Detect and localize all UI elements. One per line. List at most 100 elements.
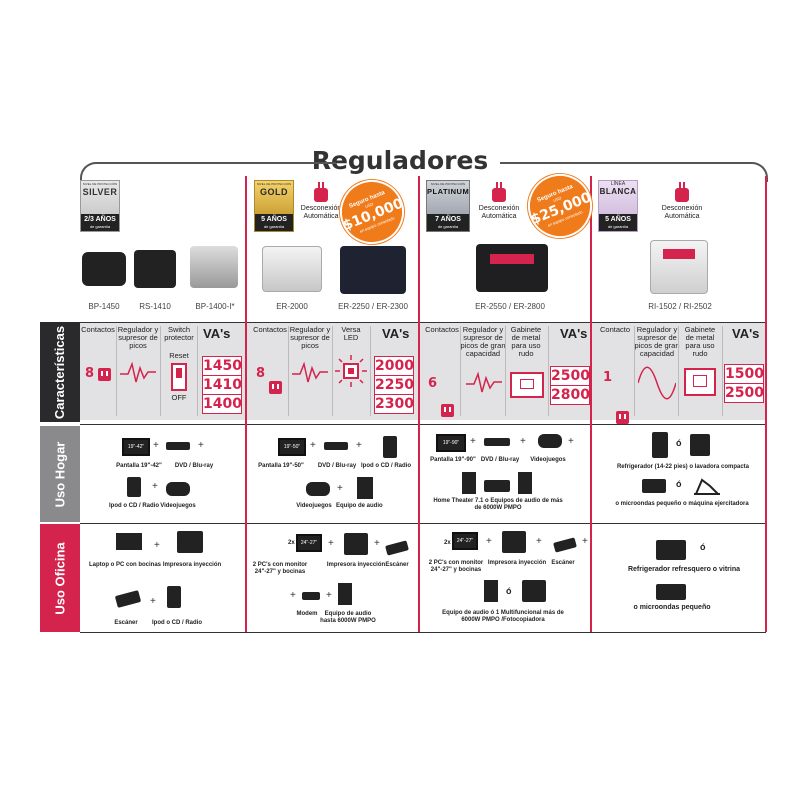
title-bracket-left xyxy=(96,162,336,164)
gamepad-icon xyxy=(166,482,190,496)
device-er-2250 xyxy=(340,246,406,294)
or-label: ó xyxy=(676,479,682,489)
multiplier-label: 2x xyxy=(288,540,295,546)
label-impresora: Impresora inyección xyxy=(326,562,386,568)
or-label: ó xyxy=(700,542,706,552)
header-contactos: Contactos xyxy=(81,325,115,334)
model-er-2250-2300: ER-2250 / ER-2300 xyxy=(338,302,408,311)
cell-divider xyxy=(505,326,506,416)
device-bp-1400-i xyxy=(190,246,238,288)
label-modem: Modem xyxy=(296,611,318,617)
printer-icon xyxy=(502,531,526,553)
row-divider-2 xyxy=(80,424,766,425)
model-er-2000: ER-2000 xyxy=(276,302,308,311)
label-ipod: Ipod o CD / Radio xyxy=(361,463,411,469)
label-impresora: Impresora inyección xyxy=(487,560,547,566)
column-divider-gold xyxy=(245,176,247,632)
home-theater-icon xyxy=(484,480,510,492)
speaker-icon xyxy=(357,477,373,499)
cell-divider xyxy=(288,326,289,416)
header-contacto: Contacto xyxy=(599,325,631,334)
header-regulador: Regulador y supresor de picos de gran ca… xyxy=(634,325,680,358)
plus-sign: + xyxy=(337,483,343,494)
cell-divider xyxy=(678,326,679,416)
refrigerator-icon xyxy=(652,432,668,458)
row-divider-1 xyxy=(80,322,766,323)
header-vas: VA's xyxy=(560,326,588,341)
label-equipo-multifuncional: Equipo de audio ó 1 Multifuncional más d… xyxy=(442,610,564,623)
label-2-pcs: 2 PC's con monitor 24"-27" y bocinas xyxy=(252,562,308,575)
model-rs-1410: RS-1410 xyxy=(139,302,171,311)
ipod-icon xyxy=(383,436,397,458)
plus-sign: + xyxy=(152,481,158,492)
vending-fridge-icon xyxy=(656,540,686,560)
microwave-icon xyxy=(656,584,686,600)
outlet-icon xyxy=(441,404,454,417)
plus-sign: + xyxy=(326,590,332,601)
label-dvd: DVD / Blu-ray xyxy=(317,463,357,469)
header-gabinete: Gabinete de metal para uso rudo xyxy=(684,325,716,358)
metal-cabinet-icon xyxy=(684,368,716,396)
outlet-icon xyxy=(269,381,282,394)
metal-cabinet-icon xyxy=(510,372,544,398)
plus-sign: + xyxy=(154,540,160,551)
contacts-count: 8 xyxy=(85,366,95,381)
label-ipod: Ipod o CD / Radio xyxy=(109,503,159,509)
vas-value: 2000 xyxy=(375,358,414,376)
scanner-icon xyxy=(114,590,142,608)
laptop-icon xyxy=(116,533,142,550)
label-equipo-audio: Equipo de audio xyxy=(336,503,383,509)
page-title: Reguladores xyxy=(311,146,489,175)
cell-divider xyxy=(460,326,461,416)
header-regulador: Regulador y supresor de picos de gran ca… xyxy=(460,325,506,358)
outlet-icon xyxy=(616,411,629,424)
device-rs-1410 xyxy=(134,250,176,288)
model-ri-1502-2502: RI-1502 / RI-2502 xyxy=(648,302,712,311)
switch-off-label: OFF xyxy=(171,393,187,402)
header-vas: VA's xyxy=(732,326,760,341)
label-videojuegos: Videojuegos xyxy=(296,503,332,509)
plus-sign: + xyxy=(374,538,380,549)
cell-divider xyxy=(116,326,117,416)
sine-wave-icon xyxy=(638,366,676,400)
washer-icon xyxy=(690,434,710,456)
auto-disconnect-blanca: Desconexión Automática xyxy=(654,182,710,221)
speaker-icon xyxy=(484,580,498,602)
label-refrigerador: Refrigerador (14-22 pies) o lavadora com… xyxy=(616,464,750,470)
label-escaner: Escáner xyxy=(114,620,138,626)
scanner-icon xyxy=(553,537,577,553)
speaker-icon xyxy=(462,472,476,494)
label-microondas: o microondas pequeño xyxy=(633,604,711,611)
microwave-icon xyxy=(642,479,666,493)
monitor-icon: 24"-27" xyxy=(452,532,478,550)
vas-value: 1500 xyxy=(725,366,764,384)
label-pantalla: Pantalla 19"-50" xyxy=(258,463,304,469)
header-gabinete: Gabinete de metal para uso rudo xyxy=(510,325,542,358)
side-tab-uso-oficina: Uso Oficina xyxy=(40,524,80,632)
cell-divider xyxy=(160,326,161,416)
vas-list-blanca: 1500 2500 xyxy=(724,364,764,403)
row-divider-4 xyxy=(80,632,766,633)
plus-sign: + xyxy=(328,538,334,549)
plus-sign: + xyxy=(520,436,526,447)
side-tab-caracteristicas: Características xyxy=(40,322,80,422)
label-escaner: Escáner xyxy=(551,560,575,566)
scanner-icon xyxy=(385,540,409,556)
cell-divider xyxy=(197,326,198,416)
label-2-pcs: 2 PC's con monitor 24"-27" y bocinas xyxy=(428,560,484,573)
dvd-player-icon xyxy=(166,442,190,450)
plus-sign: + xyxy=(150,596,156,607)
monitor-icon: 24"-27" xyxy=(296,534,322,552)
label-dvd: DVD / Blu-ray xyxy=(480,457,520,463)
contacts-count: 6 xyxy=(428,376,438,391)
label-ipod: Ipod o CD / Radio xyxy=(152,620,202,626)
plus-sign: + xyxy=(486,536,492,547)
vas-value: 1400 xyxy=(203,396,242,412)
label-impresora: Impresora inyección xyxy=(162,562,222,568)
label-pantalla: Pantalla 19"-42" xyxy=(116,463,162,469)
device-er-2550 xyxy=(476,244,548,292)
label-refrigerador-refresquero: Refrigerador refresquero o vitrina xyxy=(627,566,741,573)
label-pantalla: Pantalla 19"-90" xyxy=(430,457,476,463)
or-label: ó xyxy=(506,586,512,596)
plus-sign: + xyxy=(470,436,476,447)
